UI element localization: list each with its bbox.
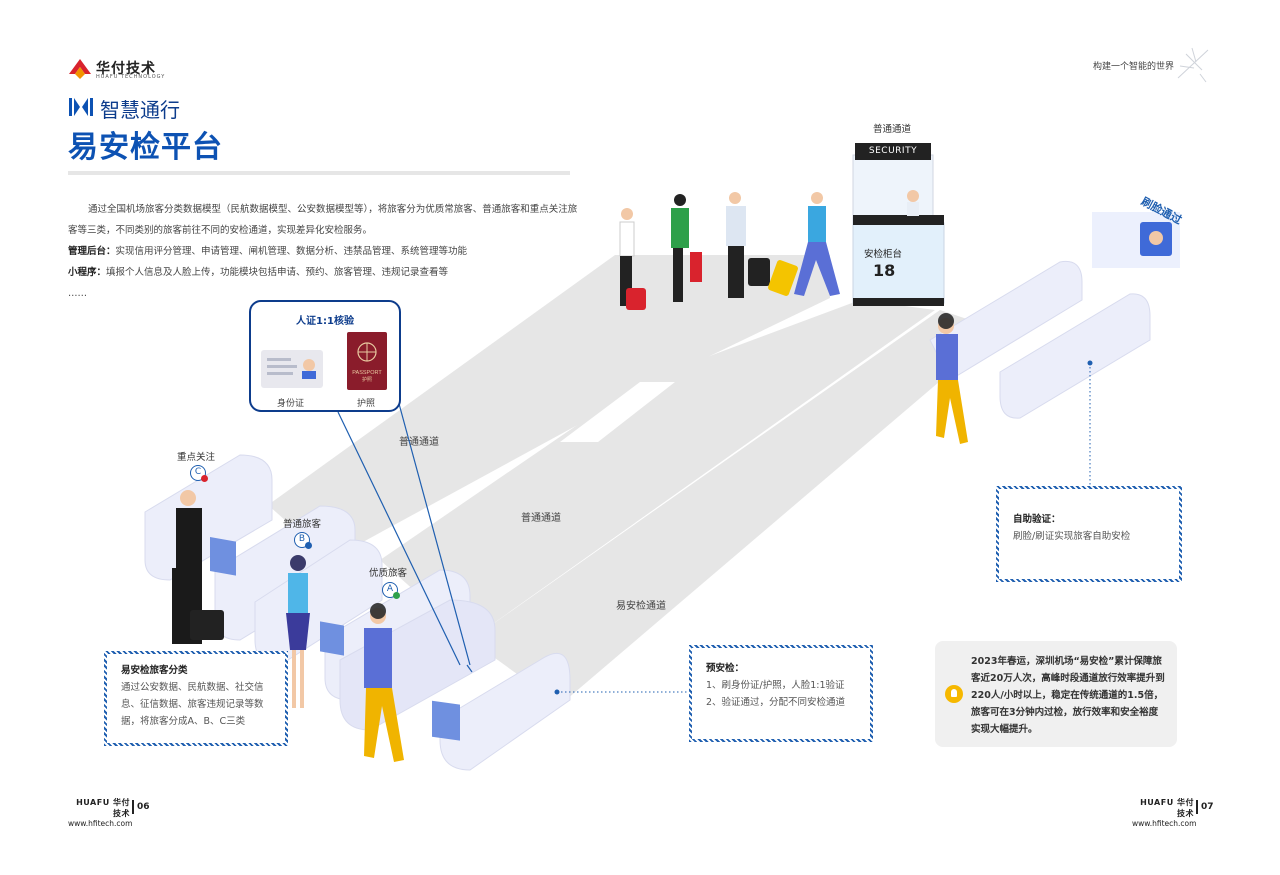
footer-right: HUAFU 华付技术 www.hfitech.com [1132,797,1197,828]
precheck-line-1: 1、刷身份证/护照，人脸1:1验证 [706,680,845,691]
section-icon [69,98,93,116]
foreground-passengers [172,490,404,762]
intro-text: 通过全国机场旅客分类数据模型（民航数据模型、公安数据模型等），将旅客分为优质常旅… [68,199,578,304]
admin-text: 实现信用评分管理、申请管理、闸机管理、数据分析、违禁品管理、系统管理等功能 [115,246,468,257]
mini-text: 填报个人信息及人脸上传，功能模块包括申请、预约、旅客管理、违规记录查看等 [106,267,449,278]
badge-b: B [294,532,312,549]
classification-text: 通过公安数据、民航数据、社交信息、征信数据、旅客违规记录等数据，将旅客分成A、B… [121,682,264,727]
callout-title: 人证1:1核验 [296,316,354,327]
footer-left: HUAFU 华付技术 www.hfitech.com [68,797,133,828]
badge-a-letter: A [386,584,394,594]
self-verify-inner: 自助验证： 刷脸/刷证实现旅客自助安检 [999,489,1179,579]
id-card-label: 身份证 [277,399,305,409]
page-title: 易安检平台 [68,130,223,165]
self-verify-text: 刷脸/刷证实现旅客自助安检 [1013,531,1131,542]
mini-label: 小程序： [68,267,107,278]
counter-label: 安检柜台 [864,249,903,260]
logo-subtext: HUAFU TECHNOLOGY [96,74,166,80]
precheck-inner: 预安检： 1、刷身份证/护照，人脸1:1验证 2、验证通过，分配不同安检通道 [692,648,870,739]
passport-cn-text: 护照 [362,376,372,383]
security-booth [852,154,945,306]
precheck-line-2: 2、验证通过，分配不同安检通道 [706,697,846,708]
logo-text: 华付技术 [96,61,156,77]
lane-label-normal-2: 普通通道 [521,513,561,524]
admin-line: 管理后台：实现信用评分管理、申请管理、闸机管理、数据分析、违禁品管理、系统管理等… [68,241,578,262]
stats-tip-box: 2023年春运，深圳机场“易安检”累计保障旅客近20万人次，高峰时段通道放行效率… [935,641,1177,747]
badge-c-dot [201,475,208,482]
passport-label: 护照 [357,399,376,409]
classification-box: 易安检旅客分类 通过公安数据、民航数据、社交信息、征信数据、旅客违规记录等数据，… [104,651,288,746]
focus-passenger-label: 重点关注 [177,452,216,463]
passport-icon: PASSPORT 护照 [347,332,387,390]
lightbulb-icon [945,685,963,703]
footer-left-page-number: 06 [137,802,150,812]
id-verification-callout: 人证1:1核验 PASSPORT 护照 身份证 护照 [249,300,401,412]
floor-lanes [268,255,1000,705]
premium-passenger-label: 优质旅客 [369,568,408,579]
security-sign: SECURITY [855,143,931,160]
precheck-box: 预安检： 1、刷身份证/护照，人脸1:1验证 2、验证通过，分配不同安检通道 [689,645,873,742]
footer-right-url: www.hfitech.com [1132,819,1197,828]
queue-people [619,192,840,310]
top-lane-label: 普通通道 [873,124,912,135]
id-card-icon [261,350,323,388]
counter-number: 18 [873,261,896,280]
badge-c: C [190,465,208,482]
badge-a: A [382,582,400,599]
badge-b-dot [305,542,312,549]
precheck-gates [144,454,571,771]
self-verify-box: 自助验证： 刷脸/刷证实现旅客自助安检 [996,486,1182,582]
badge-a-dot [393,592,400,599]
section-subtitle: 智慧通行 [100,98,180,122]
slogan: 构建一个智能的世界 [1093,62,1175,72]
footer-right-divider [1196,800,1198,814]
badge-c-letter: C [194,467,202,477]
precheck-title: 预安检： [706,663,745,674]
title-divider [68,171,570,175]
stats-tip-text: 2023年春运，深圳机场“易安检”累计保障旅客近20万人次，高峰时段通道放行效率… [971,656,1165,735]
passport-text: PASSPORT [352,370,382,376]
huafu-logo-icon [69,59,91,79]
lane-label-normal-1: 普通通道 [399,437,439,448]
mini-line: 小程序：填报个人信息及人脸上传，功能模块包括申请、预约、旅客管理、违规记录查看等 [68,262,578,283]
face-gates [929,212,1180,444]
lane-label-easy: 易安检通道 [616,601,666,612]
footer-left-divider [132,800,134,814]
footer-left-url: www.hfitech.com [68,819,133,828]
badge-b-letter: B [298,534,306,544]
self-verify-title: 自助验证： [1013,514,1061,525]
admin-label: 管理后台： [68,246,116,257]
footer-right-page-number: 07 [1201,802,1214,812]
normal-passenger-label: 普通旅客 [283,519,322,530]
intro-paragraph: 通过全国机场旅客分类数据模型（民航数据模型、公安数据模型等），将旅客分为优质常旅… [68,204,578,236]
dotted-leaders [557,363,1091,693]
classification-inner: 易安检旅客分类 通过公安数据、民航数据、社交信息、征信数据、旅客违规记录等数据，… [107,654,285,743]
footer-right-brand: HUAFU 华付技术 [1140,798,1194,818]
intro-ellipsis: …… [68,288,87,299]
classification-title: 易安检旅客分类 [121,665,188,676]
callout-lines [337,399,473,673]
footer-left-brand: HUAFU 华付技术 [76,798,130,818]
airplane-icon [1177,47,1209,83]
